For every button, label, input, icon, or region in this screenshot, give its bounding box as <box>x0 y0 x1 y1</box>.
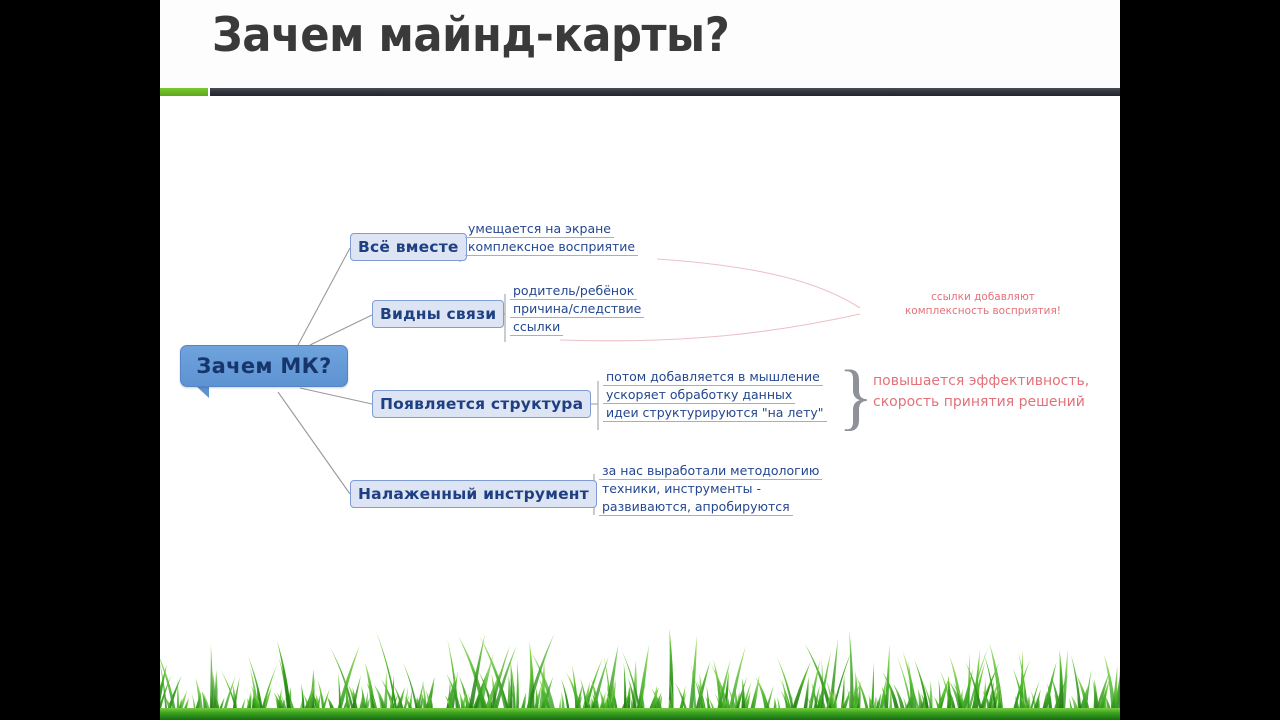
list-item[interactable]: ссылки <box>510 318 564 336</box>
presentation-slide: Зачем майнд-карты? <box>160 0 1120 720</box>
accent-bar-dark <box>210 88 1120 96</box>
list-item[interactable]: родитель/ребёнок <box>510 282 638 300</box>
curly-brace-icon: } <box>838 356 874 438</box>
list-item[interactable]: потом добавляется в мышление <box>603 368 823 386</box>
branch-node-vidny-svyazi[interactable]: Видны связи <box>372 300 505 328</box>
annotation-line: скорость принятия решений <box>873 394 1085 410</box>
title-band: Зачем майнд-карты? <box>160 0 1120 88</box>
list-item[interactable]: техники, инструменты - <box>602 481 761 496</box>
subitems-poyavlyaetsya-struktura: потом добавляется в мышление ускоряет об… <box>603 368 827 422</box>
subitems-vidny-svyazi: родитель/ребёнок причина/следствие ссылк… <box>510 282 645 336</box>
subitems-nalazhennyj-instrument: за нас выработали методологию техники, и… <box>599 462 823 516</box>
mindmap: Зачем МК? Всё вместе умещается на экране… <box>160 0 1120 720</box>
mindmap-root-node[interactable]: Зачем МК? <box>180 345 348 387</box>
letterbox-left <box>0 0 160 720</box>
subitems-vsyo-vmeste: умещается на экране комплексное восприят… <box>465 220 639 256</box>
annotation-line: ссылки добавляют <box>931 291 1035 303</box>
page-title: Зачем майнд-карты? <box>212 8 730 63</box>
list-item[interactable]: умещается на экране <box>465 220 614 238</box>
annotation-line: повышается эффективность, <box>873 373 1090 389</box>
list-item[interactable]: идеи структурируются "на лету" <box>603 404 827 422</box>
annotation-structure-note: повышается эффективность, скорость приня… <box>873 371 1089 413</box>
list-item[interactable]: комплексное восприятие <box>465 238 639 256</box>
list-item[interactable]: развиваются, апробируются <box>599 498 793 516</box>
letterbox-right <box>1120 0 1280 720</box>
list-item[interactable]: ускоряет обработку данных <box>603 386 796 404</box>
root-node-tail <box>185 385 209 398</box>
list-item[interactable]: за нас выработали методологию <box>599 462 823 480</box>
annotation-links-note: ссылки добавляют комплексность восприяти… <box>883 290 1083 318</box>
branch-node-nalazhennyj-instrument[interactable]: Налаженный инструмент <box>350 480 597 508</box>
list-item[interactable]: причина/следствие <box>510 300 645 318</box>
accent-bar-green <box>160 88 208 96</box>
branch-node-vsyo-vmeste[interactable]: Всё вместе <box>350 233 467 261</box>
branch-node-poyavlyaetsya-struktura[interactable]: Появляется структура <box>372 390 592 418</box>
annotation-line: комплексность восприятия! <box>904 305 1062 317</box>
